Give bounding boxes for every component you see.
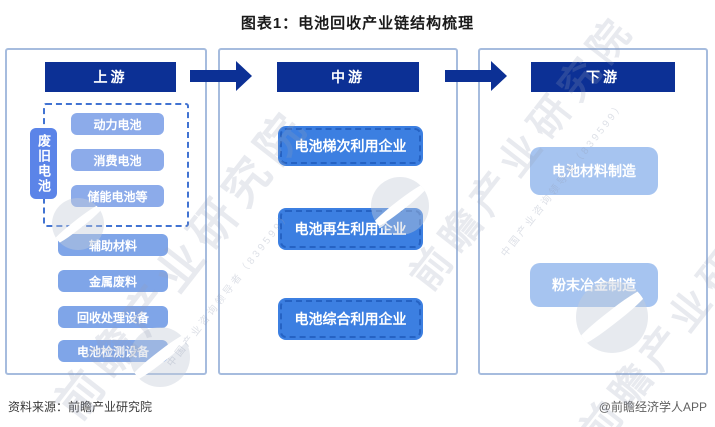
midstream-header: 中游 <box>277 62 419 92</box>
midstream-node: 电池再生利用企业 <box>278 208 423 250</box>
midstream-node: 电池梯次利用企业 <box>278 126 423 166</box>
flow-arrow-body <box>445 70 491 82</box>
app-credit: @前瞻经济学人APP <box>598 400 707 414</box>
midstream-panel: 中游 电池梯次利用企业 电池再生利用企业 电池综合利用企业 <box>218 48 458 375</box>
figure-title: 图表1：电池回收产业链结构梳理 <box>240 15 475 32</box>
waste-battery-tag: 废旧电池 <box>30 128 57 199</box>
flow-arrow-icon <box>491 61 507 91</box>
downstream-node: 电池材料制造 <box>530 147 658 195</box>
upstream-panel: 上游 废旧电池 动力电池 消费电池 储能电池等 辅助材料 金属废料 回收处理设备… <box>5 48 207 375</box>
upstream-battery-node: 动力电池 <box>71 113 164 135</box>
midstream-node: 电池综合利用企业 <box>278 298 423 340</box>
downstream-panel: 下游 电池材料制造 粉末冶金制造 <box>478 48 708 375</box>
upstream-node: 回收处理设备 <box>58 306 168 328</box>
upstream-node: 辅助材料 <box>58 234 168 256</box>
downstream-header: 下游 <box>531 62 675 92</box>
upstream-node: 电池检测设备 <box>58 340 168 362</box>
source-note: 资料来源：前瞻产业研究院 <box>8 400 153 414</box>
upstream-node: 金属废料 <box>58 270 168 292</box>
flow-arrow-body <box>190 70 236 82</box>
downstream-node: 粉末冶金制造 <box>530 263 658 307</box>
upstream-battery-node: 消费电池 <box>71 149 164 171</box>
upstream-header: 上游 <box>45 62 176 92</box>
upstream-battery-node: 储能电池等 <box>71 185 164 207</box>
flow-arrow-icon <box>236 61 252 91</box>
